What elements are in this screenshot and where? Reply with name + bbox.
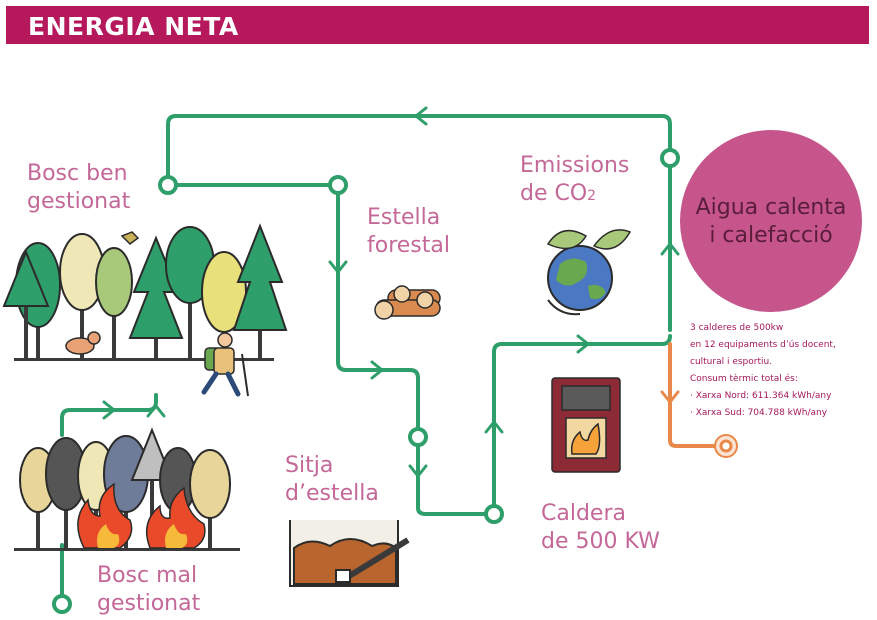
bird-icon	[120, 231, 140, 245]
output-line	[668, 342, 720, 448]
node-estella	[328, 175, 348, 195]
top-loop-line	[166, 114, 672, 332]
label-bosc-ben-gestionat: Bosc ben gestionat	[27, 161, 131, 214]
arrow-sitja-down	[408, 464, 428, 478]
node-bosc-ben	[158, 175, 178, 195]
co2-text: de CO	[520, 181, 588, 206]
tree-4	[95, 247, 133, 358]
arrow-emissions-right	[576, 334, 590, 354]
burning-forest-illustration	[14, 427, 240, 551]
label-estella-forestal: Estella forestal	[367, 205, 450, 258]
healthy-forest-illustration	[2, 223, 288, 397]
fire-flames	[77, 482, 206, 549]
arrow-estella-down	[328, 260, 348, 274]
flow-arrows	[102, 106, 680, 478]
arrow-bosc-up	[146, 404, 166, 418]
arrow-caldera-up	[484, 420, 504, 434]
consumption-info-text: 3 calderes de 500kw en 12 equipaments d’…	[690, 323, 836, 418]
circle-label: Aigua calenta i calefacció	[695, 195, 847, 248]
tree-2	[59, 233, 105, 358]
tree-7	[232, 223, 288, 358]
arrow-right-up	[660, 242, 680, 256]
boiler-icon	[551, 377, 621, 473]
tree-8	[2, 249, 50, 358]
node-sitja	[408, 427, 428, 447]
arrow-output-down	[660, 390, 680, 404]
hot-water-heating-circle: Aigua calenta i calefacció	[680, 130, 862, 312]
hiker-icon	[201, 332, 249, 397]
header-title: ENERGIA NETA	[28, 12, 239, 41]
arrow-bosc-right	[102, 400, 116, 420]
burnt-trees	[19, 427, 231, 548]
label-sitja-estella: Sitja d’estella	[285, 453, 379, 506]
header-banner: ENERGIA NETA	[6, 6, 869, 44]
wood-logs-icon	[374, 285, 441, 320]
co2-subscript: 2	[587, 188, 597, 204]
caldera-return-line	[492, 334, 672, 516]
node-output	[714, 434, 738, 458]
earth-leaves-icon	[546, 229, 632, 316]
label-caldera: Caldera de 500 KW	[541, 501, 660, 554]
label-emissions-co2: Emissions de CO2	[520, 153, 630, 206]
chip-bin-icon	[289, 520, 410, 587]
dog-icon	[65, 331, 101, 355]
fire-inner-flames	[97, 524, 188, 548]
label-bosc-mal-gestionat: Bosc mal gestionat	[97, 563, 201, 616]
node-bosc-mal	[52, 594, 72, 614]
node-emissions	[660, 148, 680, 168]
node-caldera	[484, 504, 504, 524]
arrow-top-left	[414, 106, 428, 126]
flow-nodes	[52, 148, 680, 614]
arrow-sitja-right	[370, 360, 384, 380]
